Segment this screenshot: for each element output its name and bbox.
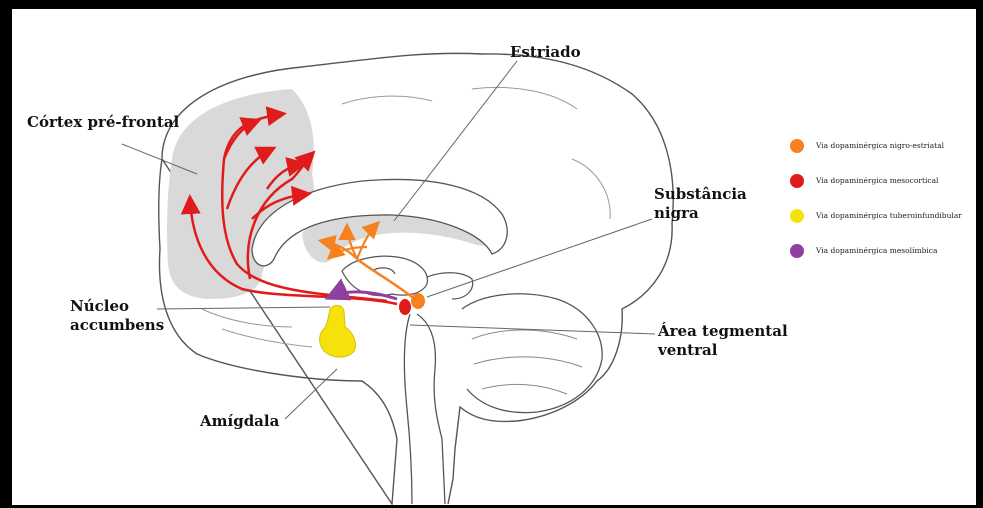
legend-label: Via dopaminérgica tuberoinfundibular [816, 211, 962, 220]
brainstem [404, 314, 445, 504]
purple-dot-icon [790, 244, 804, 258]
label-nucleo: Núcleo [70, 297, 129, 316]
red-dot-icon [790, 174, 804, 188]
label-area-tegmental: Área tegmental [658, 322, 788, 341]
label-substancia: Substância [654, 185, 747, 204]
diagram-panel: Córtex pré-frontal Estriado Substância n… [12, 9, 976, 505]
yellow-dot-icon [790, 209, 804, 223]
label-cortex-pre-frontal: Córtex pré-frontal [27, 113, 179, 132]
amygdala-structure [320, 305, 356, 357]
label-ventral: ventral [658, 341, 717, 360]
substantia-nigra-nucleus [411, 293, 425, 309]
legend-label: Via dopaminérgica nigro-estriatal [816, 141, 944, 150]
label-accumbens: accumbens [70, 316, 164, 335]
label-amigdala: Amígdala [200, 412, 279, 431]
legend-label: Via dopaminérgica mesolímbica [816, 246, 937, 255]
nucleo-leader [157, 307, 330, 309]
legend-label: Via dopaminérgica mesocortical [816, 176, 938, 185]
brain-sagittal-diagram [12, 9, 976, 505]
label-estriado: Estriado [510, 43, 581, 62]
orange-dot-icon [790, 139, 804, 153]
cerebellum [462, 294, 602, 413]
vta-nucleus [399, 299, 411, 315]
label-nigra: nigra [654, 204, 699, 223]
